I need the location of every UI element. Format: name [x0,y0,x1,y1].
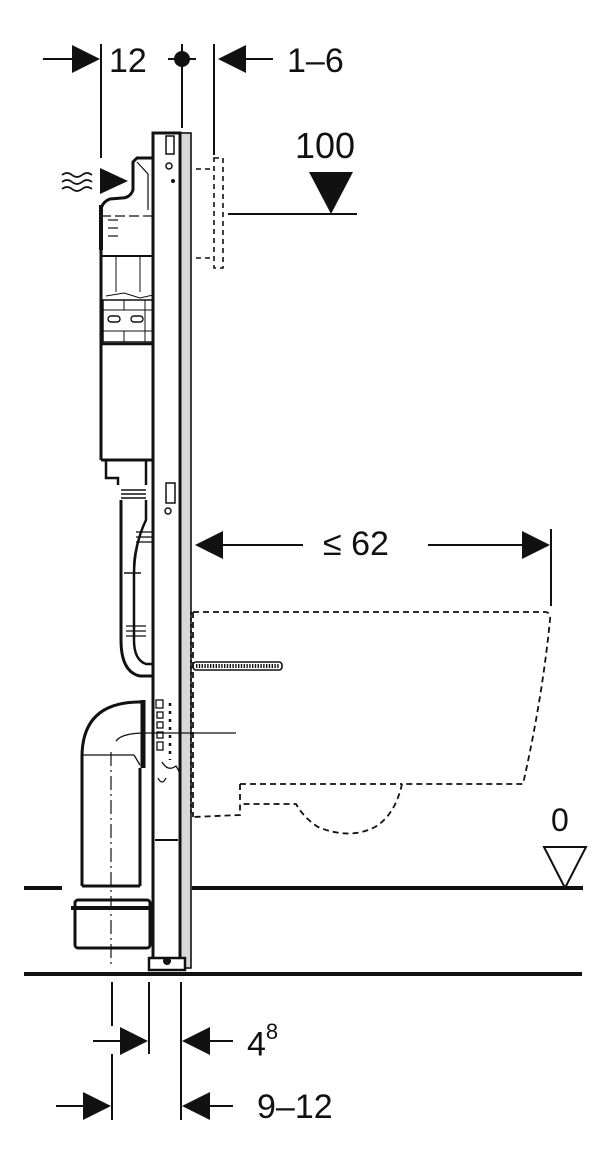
cistern [99,156,154,499]
dimension-label-12: 12 [109,42,147,80]
water-supply-symbol [61,168,128,194]
dimension-label-100: 100 [295,125,356,166]
dimension-1-6 [213,44,273,155]
installation-frame [147,131,192,972]
dimension-4-8 [93,1027,233,1055]
arrow-left-icon [218,45,246,73]
centerline-marker [168,44,196,128]
dimension-base: 4 [247,1025,266,1064]
arrow-left-icon [195,531,223,559]
dimension-100 [228,172,357,215]
arrow-right-icon [83,1092,111,1120]
actuation-plate [196,157,224,269]
arrow-right-icon [120,1027,148,1055]
arrow-right-icon [522,531,550,559]
level-open-triangle-icon [542,846,588,891]
connection-fittings [155,699,181,841]
floor-lines [24,886,583,976]
dimension-label-0: 0 [551,802,569,838]
dimension-label-62: ≤ 62 [323,525,389,563]
dimension-12 [43,44,102,158]
supply-arrow-icon [100,168,128,194]
waste-bend [80,700,236,966]
bottom-dimension-lines [111,982,182,1120]
level-filled-triangle-icon [309,172,353,214]
dimension-0 [542,846,588,891]
dimension-62 [195,529,552,606]
arrow-right-icon [72,45,100,73]
dimension-superscript: 8 [265,1019,279,1044]
dimension-label-1-6: 1–6 [287,42,344,80]
dimension-9-12 [56,1092,233,1120]
arrow-left-icon [182,1092,210,1120]
dimension-label-4-8: 48 [247,1021,278,1064]
arrow-left-icon [182,1027,210,1055]
dimension-label-9-12: 9–12 [257,1088,333,1126]
waste-connector [71,898,153,950]
fixing-bolt [192,661,283,671]
flush-pipe [119,500,153,678]
wc-bowl-outline [192,611,552,835]
